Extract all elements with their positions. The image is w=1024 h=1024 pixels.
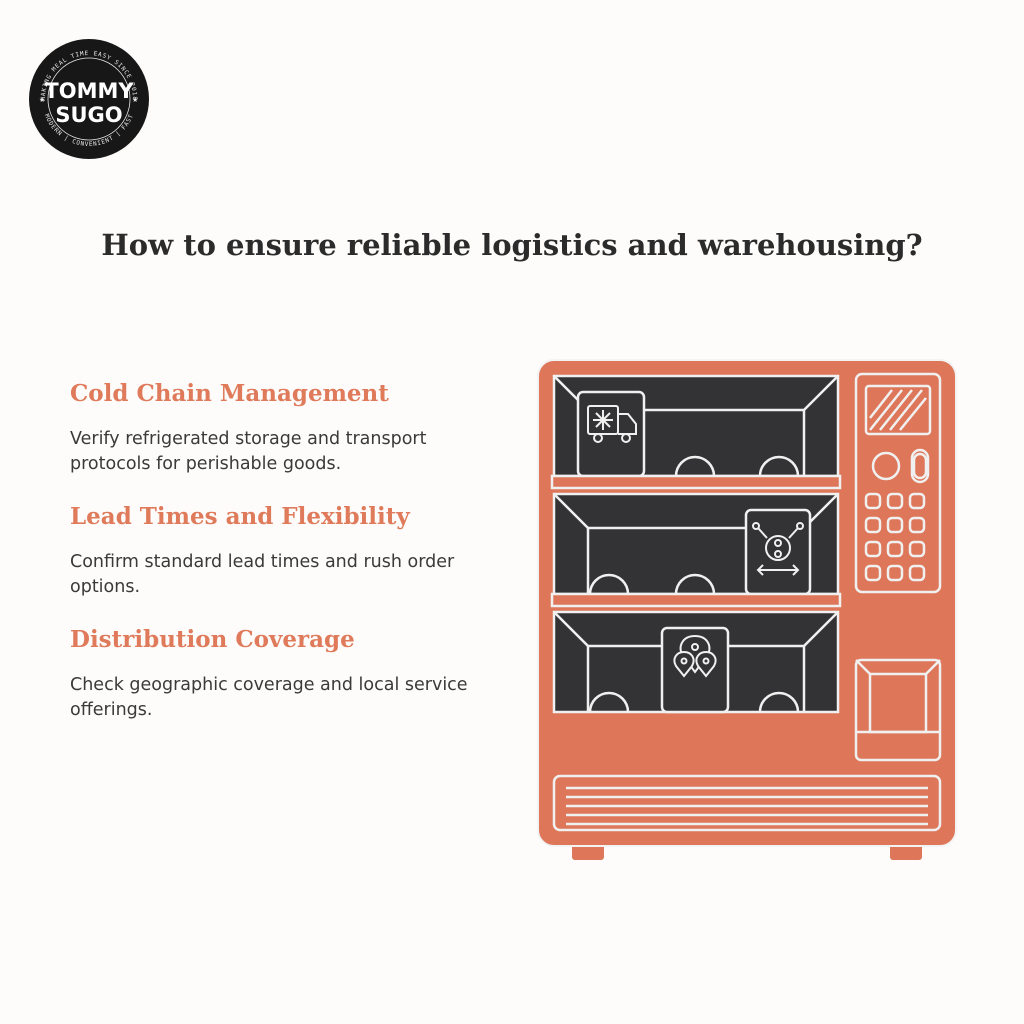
- feature-description: Confirm standard lead times and rush ord…: [70, 552, 455, 597]
- page-title: How to ensure reliable logistics and war…: [101, 228, 923, 262]
- feature-title: Cold Chain Management: [70, 380, 389, 407]
- logo-badge: MAKING MEAL TIME EASY SINCE 2018 MODERN …: [29, 39, 149, 159]
- feature-title: Lead Times and Flexibility: [70, 503, 410, 530]
- machine-foot: [572, 844, 604, 860]
- logo-line2: SUGO: [55, 103, 122, 127]
- machine-vent-grille: [552, 774, 942, 832]
- location-pins-icon: [673, 634, 717, 678]
- feature-list: Cold Chain Management Verify refrigerate…: [70, 380, 510, 749]
- machine-control-panel: [854, 372, 942, 594]
- machine-foot: [890, 844, 922, 860]
- feature-description: Verify refrigerated storage and transpor…: [70, 429, 427, 474]
- feature-description: Check geographic coverage and local serv…: [70, 675, 468, 720]
- logo-star-icon: ★: [132, 96, 138, 104]
- machine-shelf-2: [552, 492, 840, 596]
- feature-item-cold-chain: Cold Chain Management Verify refrigerate…: [70, 380, 510, 477]
- logo-star-icon: ★: [39, 96, 45, 104]
- machine-dispense-slot: [854, 658, 942, 762]
- feature-item-distribution: Distribution Coverage Check geographic c…: [70, 626, 510, 723]
- feature-item-lead-times: Lead Times and Flexibility Confirm stand…: [70, 503, 510, 600]
- feature-title: Distribution Coverage: [70, 626, 355, 653]
- flexibility-arrows-icon: [752, 522, 804, 576]
- refrigerated-truck-icon: [587, 405, 637, 443]
- vending-machine-illustration: [537, 359, 957, 860]
- logo-line1: TOMMY: [44, 79, 134, 103]
